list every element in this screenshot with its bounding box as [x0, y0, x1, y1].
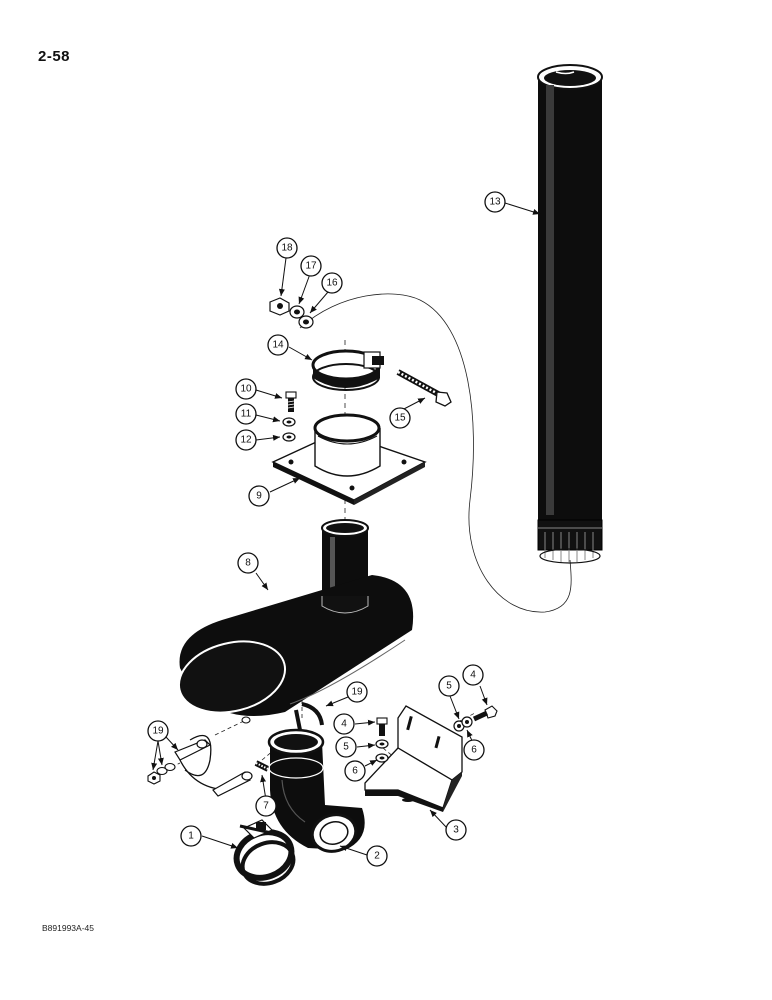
exhaust-elbow — [267, 728, 365, 853]
svg-text:13: 13 — [489, 197, 501, 208]
figure-code: B891993A-45 — [42, 923, 94, 933]
assembly-guide-line — [164, 293, 572, 771]
svg-text:6: 6 — [471, 745, 477, 756]
callout-15: 15 — [389, 407, 411, 429]
elbow-stud — [254, 760, 270, 772]
svg-text:18: 18 — [281, 243, 293, 254]
stack-flange-plate — [271, 413, 427, 505]
leader-lines — [151, 202, 541, 856]
exhaust-stack-pipe — [537, 64, 603, 564]
callout-16: 16 — [321, 272, 343, 294]
callout-17: 17 — [300, 255, 322, 277]
callout-10: 10 — [235, 378, 257, 400]
top-clamp-lockwasher — [289, 305, 305, 319]
svg-text:11: 11 — [241, 409, 252, 420]
svg-text:1: 1 — [188, 831, 194, 842]
callout-13: 13 — [484, 191, 506, 213]
flange-bolt — [285, 391, 297, 412]
callout-12: 12 — [235, 429, 257, 451]
svg-text:4: 4 — [341, 719, 347, 730]
muffler — [177, 519, 414, 717]
bracket-washers-right — [453, 716, 473, 732]
callout-5-right: 5 — [438, 675, 460, 697]
svg-text:4: 4 — [470, 670, 476, 681]
callout-14: 14 — [267, 334, 289, 356]
callout-5-left: 5 — [335, 736, 357, 758]
flange-lockwasher — [282, 417, 296, 427]
svg-text:7: 7 — [263, 801, 269, 812]
svg-text:15: 15 — [394, 413, 406, 424]
svg-text:6: 6 — [352, 766, 358, 777]
callout-19-upper: 19 — [346, 681, 368, 703]
callout-6-right: 6 — [463, 739, 485, 761]
callout-7: 7 — [255, 795, 277, 817]
svg-text:16: 16 — [326, 278, 338, 289]
callout-6-left: 6 — [344, 760, 366, 782]
callout-3: 3 — [445, 819, 467, 841]
callout-4-left: 4 — [333, 713, 355, 735]
top-clamp-flat-washer — [298, 315, 314, 329]
svg-text:2: 2 — [374, 851, 380, 862]
callout-18: 18 — [276, 237, 298, 259]
svg-text:19: 19 — [152, 726, 164, 737]
muffler-mounting-bracket — [364, 705, 463, 812]
top-clamp-nut — [269, 297, 290, 316]
svg-text:17: 17 — [305, 261, 317, 272]
bracket-bolt-left — [376, 717, 388, 736]
u-bolt-nuts — [147, 716, 251, 785]
svg-text:14: 14 — [272, 340, 284, 351]
flange-flat-washer — [282, 432, 296, 442]
bracket-bolt-right — [472, 705, 498, 722]
callout-8: 8 — [237, 552, 259, 574]
band-clamp-lower — [233, 819, 296, 886]
svg-text:5: 5 — [343, 742, 349, 753]
u-bolt-clamp — [174, 702, 324, 797]
callout-4-right: 4 — [462, 664, 484, 686]
bracket-lockwasher-left — [375, 739, 389, 749]
svg-text:12: 12 — [240, 435, 252, 446]
callout-1: 1 — [180, 825, 202, 847]
callout-2: 2 — [366, 845, 388, 867]
svg-text:8: 8 — [245, 558, 251, 569]
svg-text:19: 19 — [351, 687, 363, 698]
bracket-flat-washer-left — [375, 753, 389, 763]
band-clamp-upper — [311, 349, 384, 391]
clamp-bolt — [396, 369, 452, 407]
svg-text:10: 10 — [240, 384, 252, 395]
svg-text:9: 9 — [256, 491, 262, 502]
svg-text:3: 3 — [453, 825, 459, 836]
callout-9: 9 — [248, 485, 270, 507]
callout-11: 11 — [235, 403, 257, 425]
callout-19-left: 19 — [147, 720, 169, 742]
svg-text:5: 5 — [446, 681, 452, 692]
page-number: 2-58 — [38, 48, 71, 65]
